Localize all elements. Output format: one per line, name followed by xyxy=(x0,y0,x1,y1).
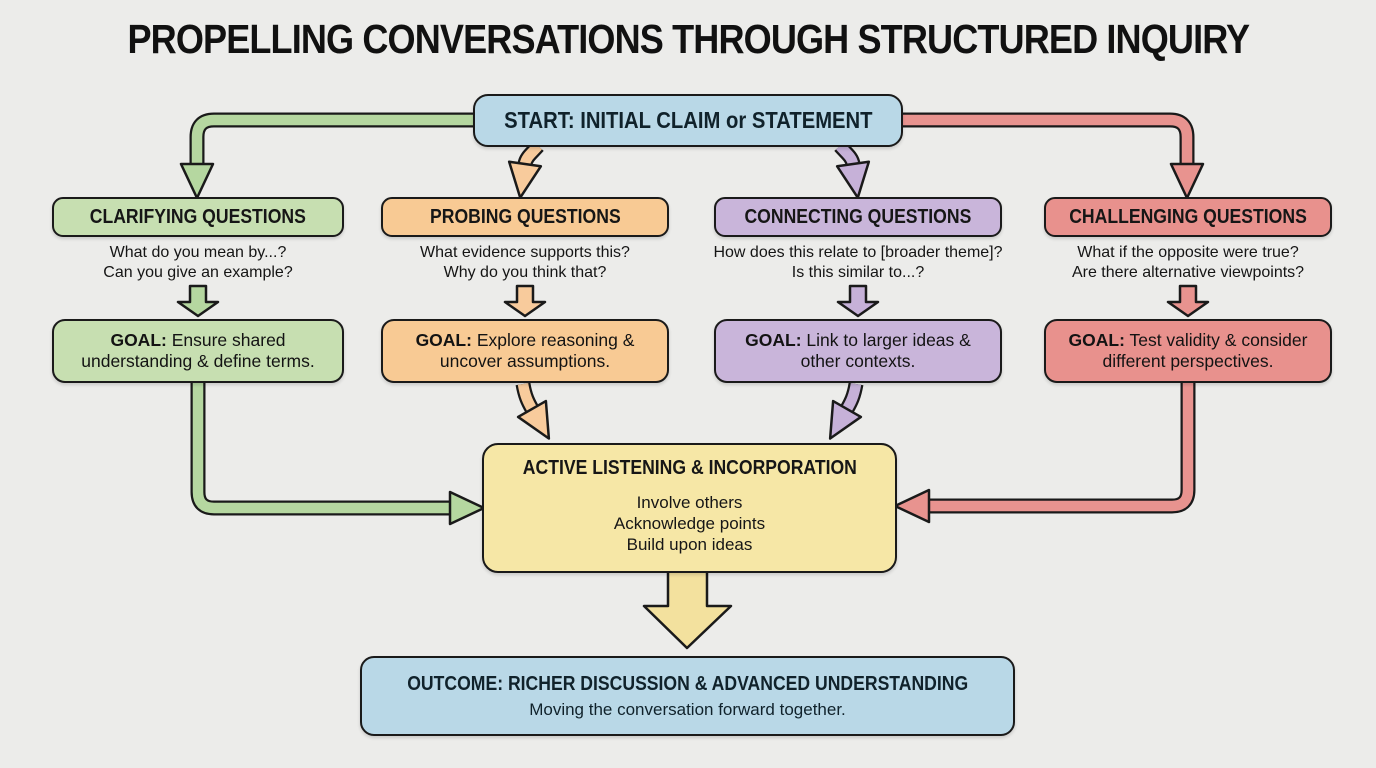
challenging-header: CHALLENGING QUESTIONS xyxy=(1069,205,1307,228)
arrow-start-to-connecting xyxy=(834,141,871,199)
probing-header: PROBING QUESTIONS xyxy=(429,205,621,228)
outcome-header: OUTCOME: RICHER DISCUSSION & ADVANCED UN… xyxy=(407,672,968,695)
active-item-1: Involve others xyxy=(636,493,743,512)
challenging-goal-node: GOAL: Test validity & consider different… xyxy=(1044,319,1332,383)
probing-example-2: Why do you think that? xyxy=(443,264,607,281)
arrow-connecting-goal-to-active xyxy=(828,382,864,440)
probing-goal-node: GOAL: Explore reasoning & uncover assump… xyxy=(381,319,669,383)
start-label: START: INITIAL CLAIM or STATEMENT xyxy=(503,107,873,133)
arrow-probing-goal-to-active xyxy=(515,382,551,440)
connecting-example-2: Is this similar to...? xyxy=(791,264,925,281)
page-title-wrap: PROPELLING CONVERSATIONS THROUGH STRUCTU… xyxy=(0,16,1376,63)
clarifying-goal-node: GOAL: Ensure shared understanding & defi… xyxy=(52,319,344,383)
probing-questions-node: PROBING QUESTIONS xyxy=(381,197,669,237)
challenging-example-1: What if the opposite were true? xyxy=(1077,244,1299,261)
challenging-goal-text: GOAL: Test validity & consider different… xyxy=(1068,330,1308,371)
connecting-header: CONNECTING QUESTIONS xyxy=(744,205,972,228)
arrow-start-to-probing xyxy=(507,141,544,199)
connecting-example-1: How does this relate to [broader theme]? xyxy=(713,244,1003,261)
clarifying-example-1: What do you mean by...? xyxy=(109,244,287,261)
active-listening-node: ACTIVE LISTENING & INCORPORATION Involve… xyxy=(482,443,897,573)
arrow-clarifying-goal-to-active xyxy=(190,382,486,526)
probing-goal-text: GOAL: Explore reasoning & uncover assump… xyxy=(415,330,635,371)
connecting-examples: How does this relate to [broader theme]?… xyxy=(691,243,1025,283)
challenging-example-2: Are there alternative viewpoints? xyxy=(1071,264,1305,281)
challenging-examples: What if the opposite were true? Are ther… xyxy=(1021,243,1355,283)
clarifying-example-2: Can you give an example? xyxy=(103,264,293,281)
connecting-questions-node: CONNECTING QUESTIONS xyxy=(714,197,1002,237)
probing-examples: What evidence supports this? Why do you … xyxy=(358,243,692,283)
arrow-start-to-challenging xyxy=(898,112,1205,200)
clarifying-examples: What do you mean by...? Can you give an … xyxy=(31,243,365,283)
outcome-subtitle: Moving the conversation forward together… xyxy=(529,699,846,719)
arrow-clarifying-to-goal xyxy=(176,284,220,318)
start-node: START: INITIAL CLAIM or STATEMENT xyxy=(473,94,903,147)
arrow-probing-to-goal xyxy=(503,284,547,318)
active-listening-header: ACTIVE LISTENING & INCORPORATION xyxy=(522,457,857,479)
connecting-goal-text: GOAL: Link to larger ideas & other conte… xyxy=(745,330,971,371)
page-title: PROPELLING CONVERSATIONS THROUGH STRUCTU… xyxy=(127,16,1250,62)
outcome-node: OUTCOME: RICHER DISCUSSION & ADVANCED UN… xyxy=(360,656,1015,736)
clarifying-questions-node: CLARIFYING QUESTIONS xyxy=(52,197,344,237)
clarifying-goal-text: GOAL: Ensure shared understanding & defi… xyxy=(81,330,315,371)
probing-example-1: What evidence supports this? xyxy=(420,244,630,261)
active-item-2: Acknowledge points xyxy=(613,514,766,533)
connecting-goal-node: GOAL: Link to larger ideas & other conte… xyxy=(714,319,1002,383)
clarifying-header: CLARIFYING QUESTIONS xyxy=(89,205,307,228)
arrow-challenging-to-goal xyxy=(1166,284,1210,318)
challenging-questions-node: CHALLENGING QUESTIONS xyxy=(1044,197,1332,237)
arrow-active-to-outcome xyxy=(642,569,733,650)
arrow-challenging-goal-to-active xyxy=(893,382,1196,524)
arrow-start-to-clarifying xyxy=(179,112,478,200)
arrow-connecting-to-goal xyxy=(836,284,880,318)
active-item-3: Build upon ideas xyxy=(626,535,753,554)
